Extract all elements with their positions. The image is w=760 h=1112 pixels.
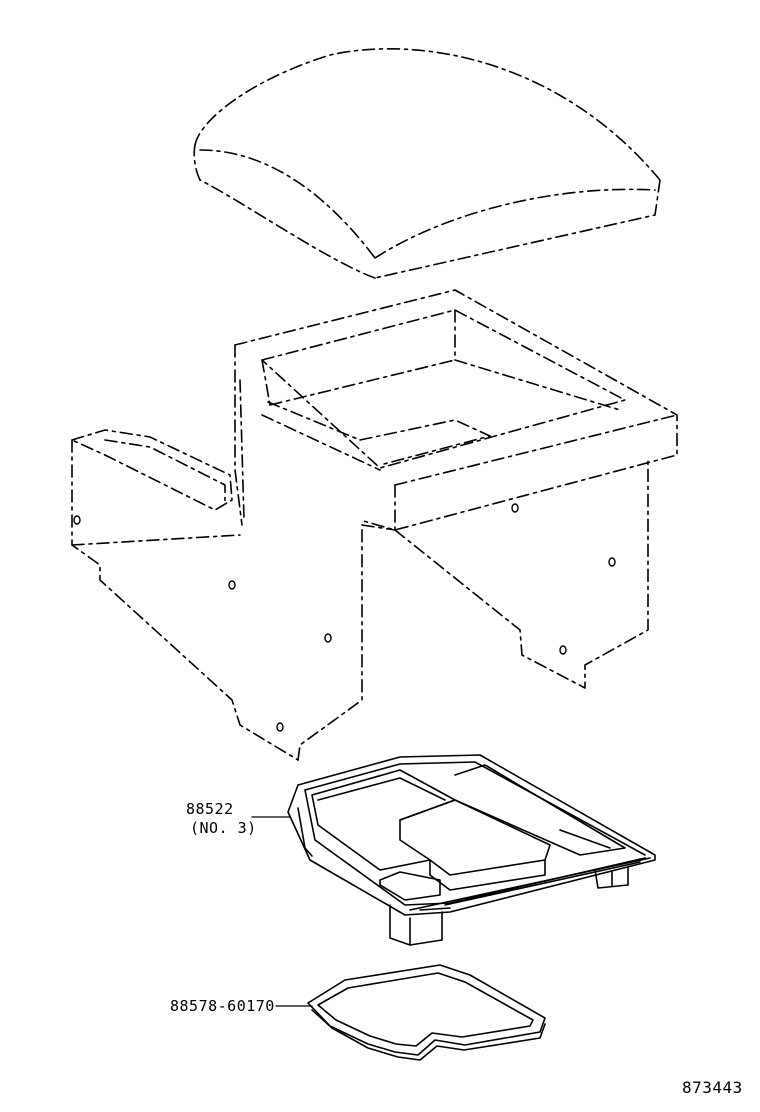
callout-88522-variant: (NO. 3) [190, 819, 257, 837]
screw-holes [73, 503, 616, 732]
console-box-phantom [71, 289, 678, 761]
callout-88522-number: 88522 [186, 800, 234, 818]
callout-gasket-number: 88578-60170 [170, 997, 275, 1015]
console-tray-88522 [287, 754, 656, 946]
armrest-lid-phantom [193, 48, 661, 279]
gasket-88578-60170 [307, 964, 546, 1061]
leader-lines [251, 816, 313, 1007]
figure-id: 873443 [682, 1078, 743, 1097]
